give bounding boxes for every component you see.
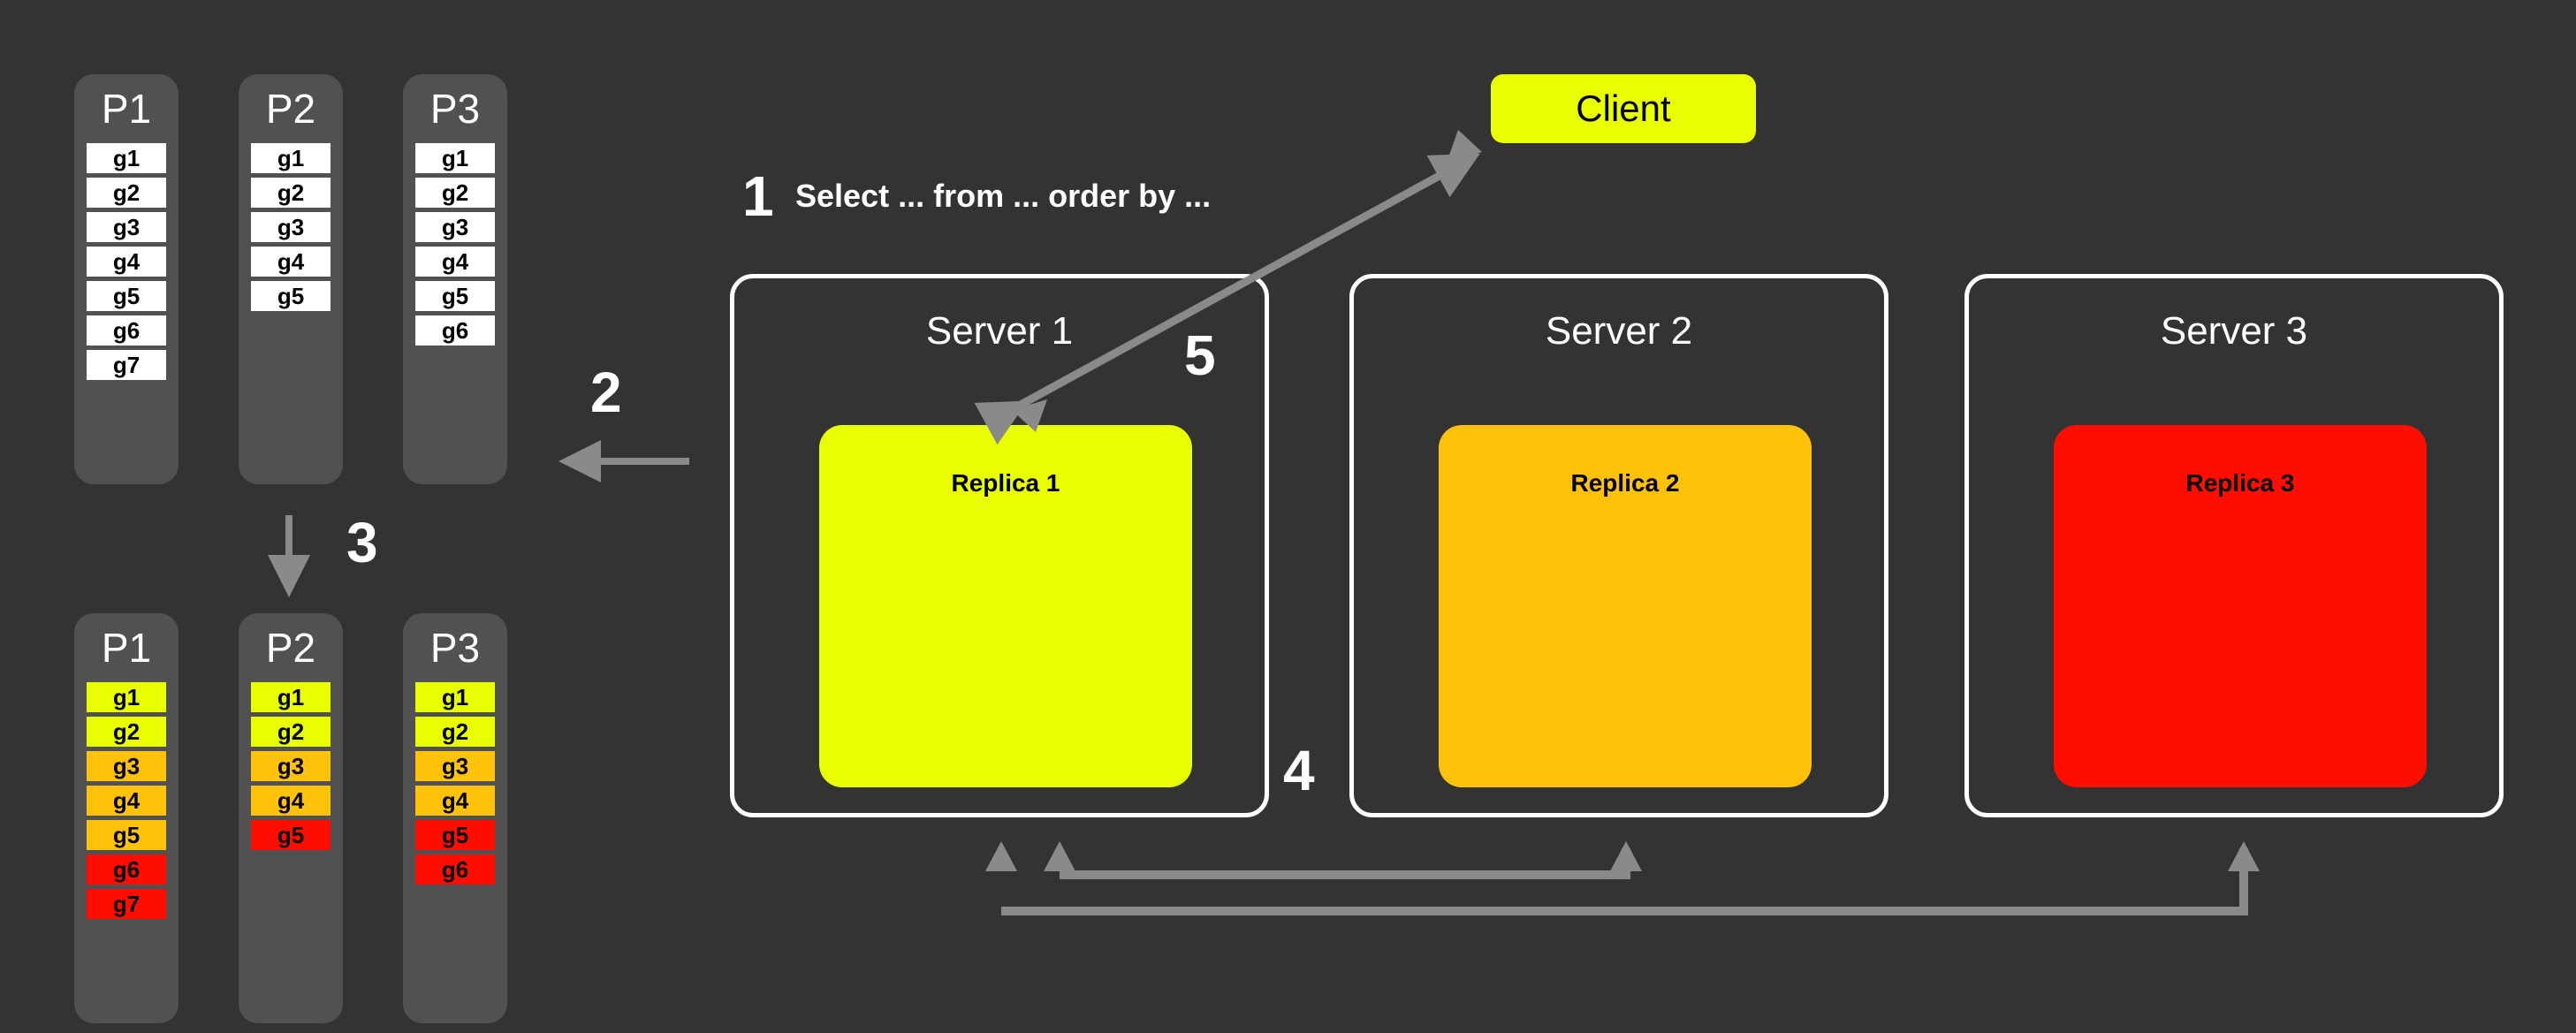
step-number-5: 5	[1184, 323, 1216, 387]
partition-cell: g2	[415, 717, 495, 747]
partition-label: P3	[429, 86, 481, 132]
partition-cell: g4	[415, 247, 495, 277]
partition-label: P3	[429, 625, 481, 671]
partition-cell: g1	[251, 682, 331, 712]
server-title: Server 2	[1545, 309, 1693, 353]
partition-label: P2	[265, 86, 316, 132]
partition-cell: g6	[415, 855, 495, 885]
step-number-1: 1	[742, 164, 774, 228]
server-box-3[interactable]: Server 3 Replica 3	[1964, 274, 2504, 817]
partition-cells: g1 g2 g3 g4 g5	[251, 682, 331, 855]
partition-cells: g1 g2 g3 g4 g5 g6 g7	[87, 682, 166, 923]
partition-cell: g1	[87, 682, 166, 712]
partition-cell: g4	[251, 786, 331, 816]
partition-column-p2-before: P2 g1 g2 g3 g4 g5	[239, 74, 343, 484]
partition-cell: g2	[251, 178, 331, 208]
partition-cell: g3	[87, 751, 166, 781]
replica-box-2[interactable]: Replica 2	[1439, 425, 1812, 787]
partition-cell: g7	[87, 889, 166, 919]
partition-column-p1-before: P1 g1 g2 g3 g4 g5 g6 g7	[74, 74, 179, 484]
server-box-2[interactable]: Server 2 Replica 2	[1349, 274, 1888, 817]
replica-label: Replica 2	[1570, 469, 1680, 497]
partition-cell: g2	[87, 717, 166, 747]
partition-cells: g1 g2 g3 g4 g5 g6 g7	[87, 143, 166, 384]
partition-cells: g1 g2 g3 g4 g5	[251, 143, 331, 315]
partition-cell: g2	[87, 178, 166, 208]
partition-column-p3-before: P3 g1 g2 g3 g4 g5 g6	[403, 74, 507, 484]
partition-cell: g1	[87, 143, 166, 173]
replica-label: Replica 3	[2185, 469, 2295, 497]
partition-cell: g5	[415, 281, 495, 311]
step-number-3: 3	[346, 511, 378, 574]
partition-cell: g2	[415, 178, 495, 208]
partition-cell: g5	[415, 820, 495, 850]
arrow-step-4-from-server3	[985, 841, 2260, 915]
partition-cell: g5	[87, 820, 166, 850]
arrow-step-4-from-server2	[1044, 841, 1630, 879]
partition-cell: g1	[415, 682, 495, 712]
partition-cells: g1 g2 g3 g4 g5 g6	[415, 143, 495, 350]
partition-cell: g1	[251, 143, 331, 173]
partition-cell: g4	[87, 247, 166, 277]
replica-label: Replica 1	[951, 469, 1060, 497]
partition-label: P2	[265, 625, 316, 671]
server-title: Server 3	[2160, 309, 2308, 353]
partition-cell: g3	[415, 212, 495, 242]
partition-cell: g6	[415, 315, 495, 346]
client-box[interactable]: Client	[1491, 74, 1756, 143]
partition-cell: g7	[87, 350, 166, 380]
partition-cell: g4	[87, 786, 166, 816]
partition-cell: g5	[251, 820, 331, 850]
replica-box-3[interactable]: Replica 3	[2054, 425, 2427, 787]
partition-cell: g1	[415, 143, 495, 173]
step-number-2: 2	[590, 361, 622, 424]
partition-cell: g4	[415, 786, 495, 816]
partition-cell: g3	[87, 212, 166, 242]
replica-box-1[interactable]: Replica 1	[819, 425, 1192, 787]
partition-cell: g6	[87, 855, 166, 885]
partition-cell: g5	[87, 281, 166, 311]
partition-label: P1	[101, 625, 152, 671]
partition-cell: g4	[251, 247, 331, 277]
partition-column-p1-after: P1 g1 g2 g3 g4 g5 g6 g7	[74, 613, 179, 1023]
partition-cells: g1 g2 g3 g4 g5 g6	[415, 682, 495, 889]
partition-cell: g3	[251, 212, 331, 242]
partition-column-p2-after: P2 g1 g2 g3 g4 g5	[239, 613, 343, 1023]
partition-cell: g6	[87, 315, 166, 346]
client-label: Client	[1576, 87, 1671, 129]
partition-cell: g3	[251, 751, 331, 781]
step-label-1: Select ... from ... order by ...	[795, 178, 1212, 214]
partition-column-p3-after: P3 g1 g2 g3 g4 g5 g6	[403, 613, 507, 1023]
partition-cell: g3	[415, 751, 495, 781]
partition-cell: g5	[251, 281, 331, 311]
partition-label: P1	[101, 86, 152, 132]
arrow-step-4-server2-head	[1610, 841, 1642, 871]
partition-cell: g2	[251, 717, 331, 747]
step-number-4: 4	[1283, 739, 1315, 802]
server-box-1[interactable]: Server 1 Replica 1	[730, 274, 1269, 817]
